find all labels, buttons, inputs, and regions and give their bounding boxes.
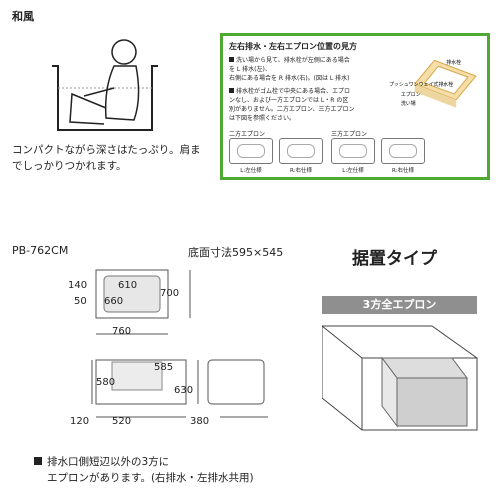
svg-text:排水栓: 排水栓 (446, 59, 461, 66)
explanation-title: 左右排水・左右エプロン位置の見方 (229, 42, 357, 51)
dim-660: 660 (104, 296, 124, 307)
apron-variants: 二方エプロン L:左仕様 R:右仕様 三方エプロン L:左仕様 R:右仕様 (229, 129, 481, 174)
note: 排水口側短辺以外の3方に エプロンがあります。(右排水・左排水共用) (34, 454, 254, 486)
tub-icon (331, 138, 375, 164)
dim-50: 50 (74, 296, 87, 307)
tub-perspective-diagram: プッシュワンウェイ式排水栓 エプロン 洗い場 排水栓 (389, 59, 477, 108)
tub-icon (279, 138, 323, 164)
dim-610: 610 (118, 280, 138, 291)
section-title: 和風 (12, 10, 34, 23)
dim-120: 120 (70, 416, 90, 427)
dim-760: 760 (112, 326, 132, 337)
explanation-text: 洗い場から見て、排水栓が左側にある場合 を L 排水(左)、 右側にある場合を … (229, 57, 355, 122)
dim-630: 630 (174, 385, 194, 396)
explanation-box: 左右排水・左右エプロン位置の見方 洗い場から見て、排水栓が左側にある場合 を L… (220, 33, 490, 180)
dim-580: 580 (96, 377, 116, 388)
dimension-drawing (91, 269, 268, 418)
dim-140: 140 (68, 280, 88, 291)
svg-text:エプロン: エプロン (401, 92, 421, 98)
caption: コンパクトながら深さはたっぷり。肩ま でしっかりつかれます。 (12, 144, 201, 172)
installation-illustration (322, 325, 478, 431)
dim-520: 520 (112, 416, 132, 427)
type-title: 据置タイプ (352, 249, 437, 269)
svg-text:洗い場: 洗い場 (401, 100, 416, 107)
dim-585: 585 (154, 362, 174, 373)
tub-icon (229, 138, 273, 164)
apron-band: 3方全エプロン (322, 296, 477, 314)
model-number: PB-762CM (12, 244, 69, 257)
svg-text:プッシュワンウェイ式排水栓: プッシュワンウェイ式排水栓 (389, 81, 453, 88)
person-in-tub-illustration (52, 39, 158, 131)
dim-700: 700 (160, 288, 180, 299)
bottom-size: 底面寸法595×545 (188, 246, 284, 259)
dim-380: 380 (190, 416, 210, 427)
square-bullet-icon (34, 457, 42, 465)
tub-icon (381, 138, 425, 164)
